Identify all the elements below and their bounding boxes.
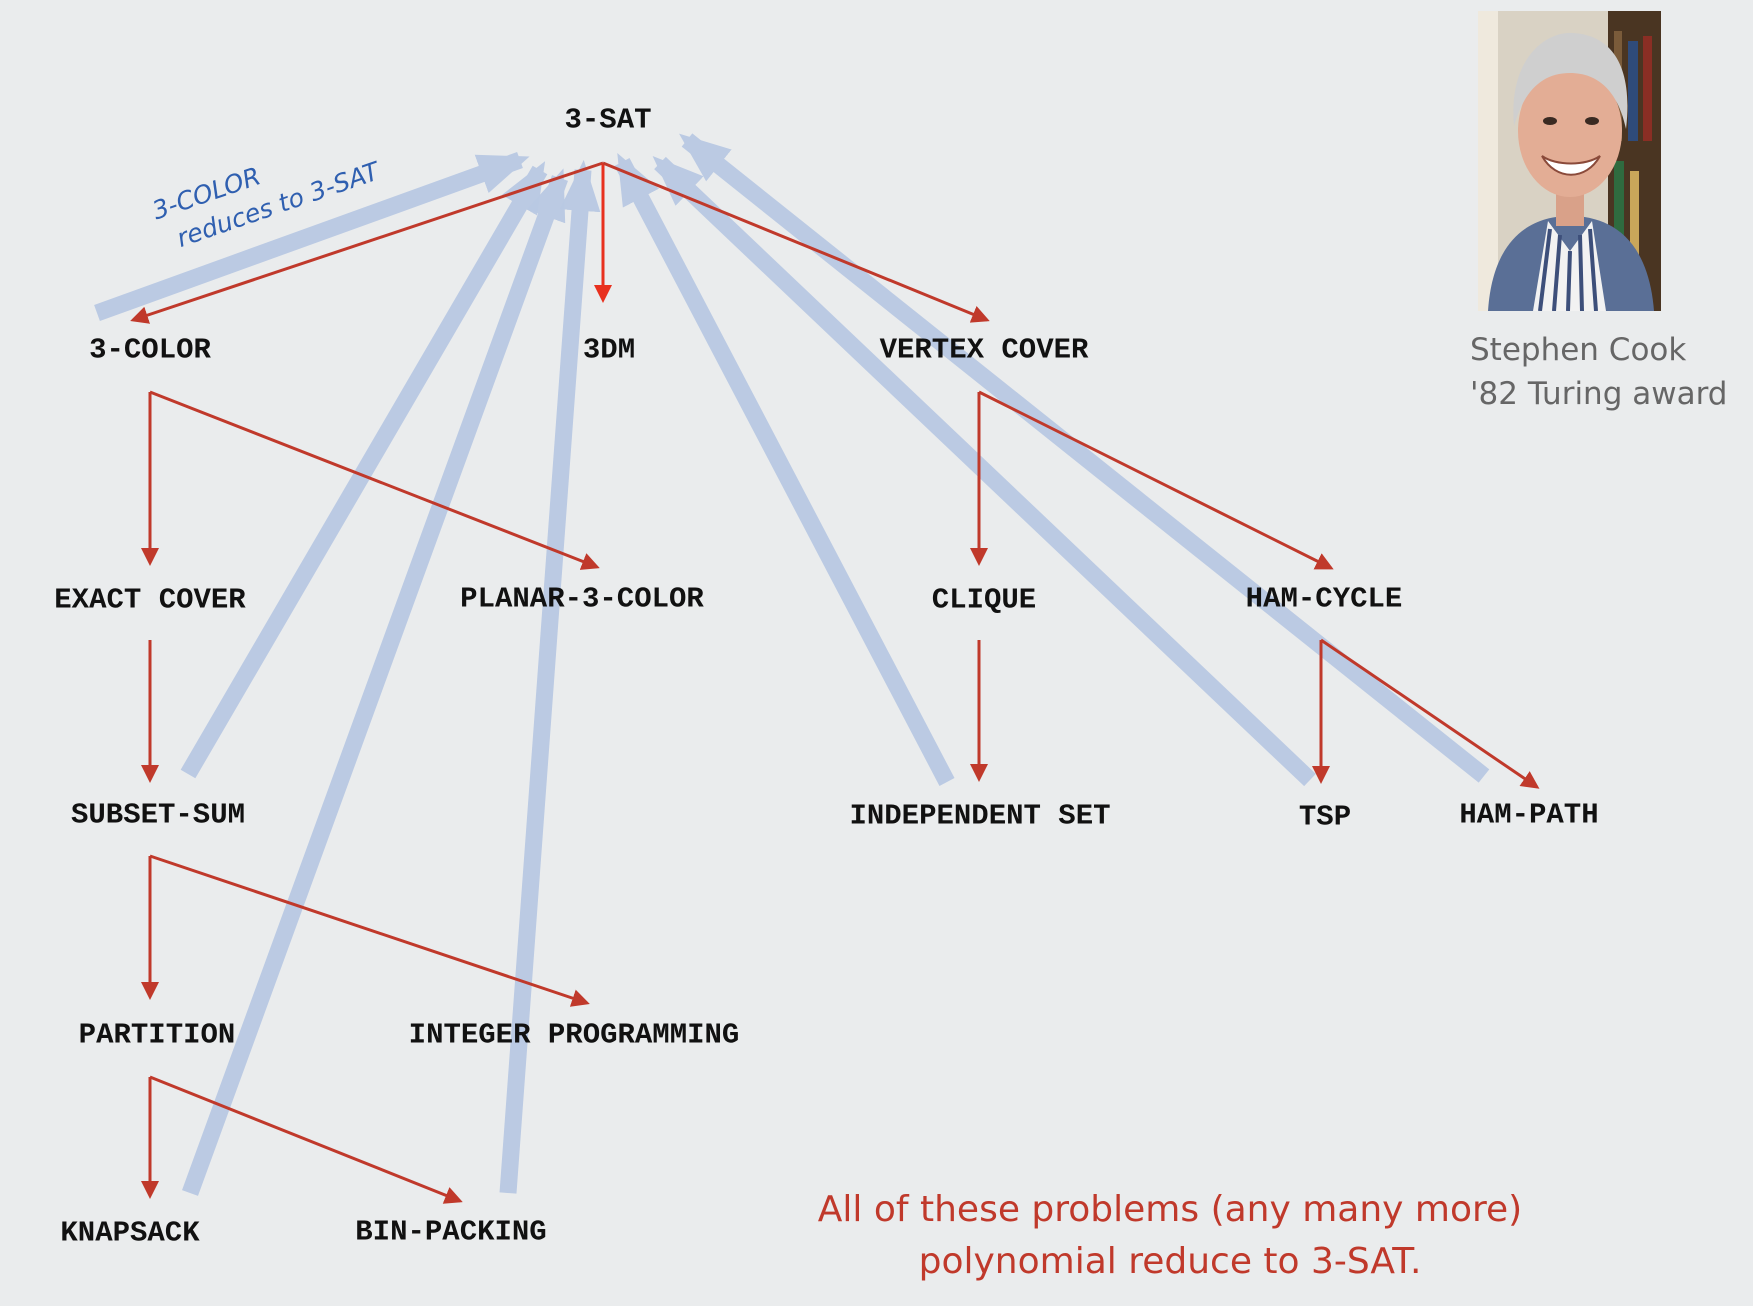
summary-note: All of these problems (any many more) po… bbox=[780, 1184, 1560, 1288]
caption-name: Stephen Cook bbox=[1470, 332, 1687, 368]
node-3dm: 3DM bbox=[582, 333, 636, 367]
caption-award: '82 Turing award bbox=[1470, 376, 1728, 412]
node-planar-3-color: PLANAR-3-COLOR bbox=[460, 582, 704, 616]
node-subset-sum: SUBSET-SUM bbox=[70, 798, 246, 832]
node-exact-cover: EXACT COVER bbox=[54, 583, 246, 617]
reduction-arrows bbox=[130, 161, 1540, 1204]
reduction-edge-sat3-to-vertex_cover bbox=[602, 161, 990, 323]
node-ham-path: HAM-PATH bbox=[1459, 798, 1599, 832]
node-ham-cycle: HAM-CYCLE bbox=[1245, 582, 1403, 616]
note-line-1: All of these problems (any many more) bbox=[817, 1189, 1523, 1230]
node-3-sat: 3-SAT bbox=[564, 103, 652, 137]
back-reduction-subset_sum bbox=[180, 161, 548, 779]
node-clique: CLIQUE bbox=[931, 583, 1037, 617]
reduction-edge-partition-to-binpacking bbox=[149, 1075, 463, 1204]
node-integer-programming: INTEGER PROGRAMMING bbox=[408, 1018, 740, 1052]
stephen-cook-photo bbox=[1478, 11, 1661, 311]
back-reduction-hampath bbox=[679, 133, 1490, 783]
reduction-edge-hamcycle-to-hampath bbox=[1320, 638, 1540, 789]
node-3-color: 3-COLOR bbox=[89, 333, 211, 367]
back-reduction-tsp bbox=[652, 155, 1316, 787]
node-tsp: TSP bbox=[1298, 800, 1352, 834]
node-partition: PARTITION bbox=[78, 1018, 236, 1052]
back-reduction-color3 bbox=[94, 152, 530, 321]
back-reduction-arrows bbox=[94, 133, 1490, 1196]
back-reduction-knapsack bbox=[182, 168, 568, 1196]
reduction-edge-sat3-to-color3 bbox=[130, 161, 604, 324]
node-independent-set: INDEPENDENT SET bbox=[849, 799, 1111, 833]
back-reduction-independent_set bbox=[614, 152, 955, 786]
node-bin-packing: BIN-PACKING bbox=[355, 1215, 547, 1249]
note-line-2: polynomial reduce to 3-SAT. bbox=[918, 1241, 1422, 1282]
node-vertex-cover: VERTEX COVER bbox=[879, 333, 1089, 367]
reduction-edge-subset_sum-to-integer_programming bbox=[149, 854, 590, 1007]
reduction-edge-vertex_cover-to-hamcycle bbox=[978, 390, 1334, 570]
back-reduction-binpacking bbox=[499, 159, 601, 1194]
node-knapsack: KNAPSACK bbox=[60, 1216, 200, 1250]
reduction-edge-color3-to-planar3color bbox=[149, 390, 600, 570]
photo-caption: Stephen Cook '82 Turing award bbox=[1470, 328, 1727, 416]
